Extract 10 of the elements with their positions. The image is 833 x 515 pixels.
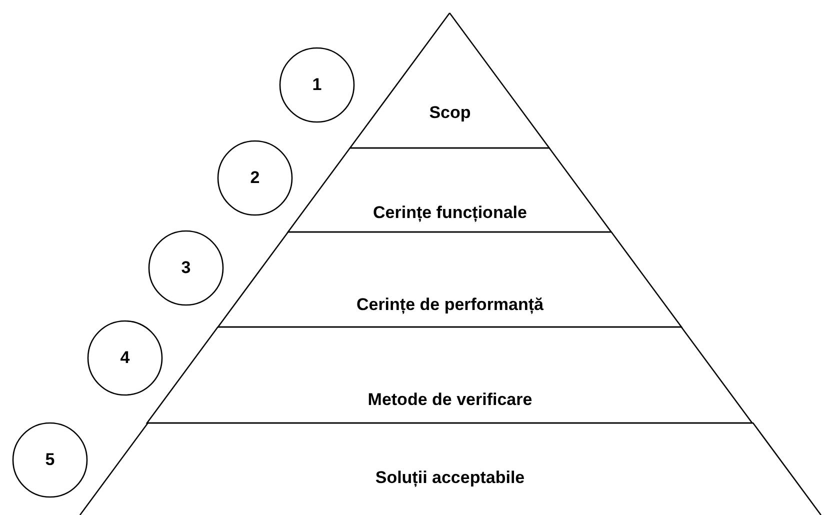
step-number: 4 <box>120 348 130 368</box>
level-label: Scop <box>429 103 471 123</box>
step-number: 2 <box>250 168 260 188</box>
step-number: 3 <box>181 258 191 278</box>
level-label: Metode de verificare <box>368 390 532 410</box>
step-number: 5 <box>45 450 55 470</box>
step-number: 1 <box>312 75 322 95</box>
level-label: Cerințe de performanță <box>356 295 544 315</box>
level-label: Soluții acceptabile <box>375 468 525 488</box>
level-label: Cerințe funcționale <box>373 203 527 223</box>
